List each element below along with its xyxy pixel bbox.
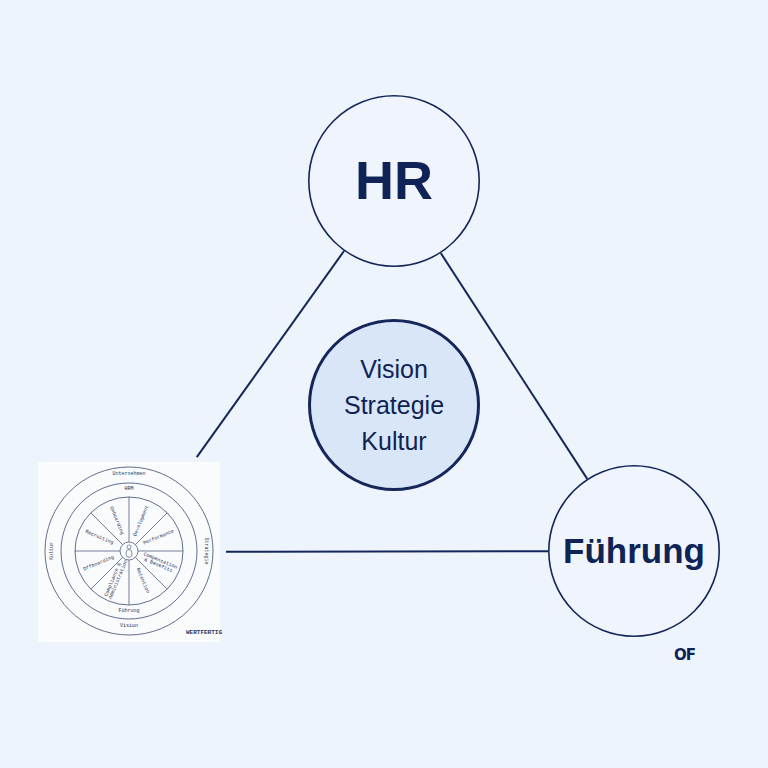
wheel-ring xyxy=(75,497,183,605)
wheel-ring xyxy=(45,467,213,635)
circle-body: Führung xyxy=(548,465,720,637)
ring-label: Vision xyxy=(109,624,149,629)
ring-label: Führung xyxy=(109,609,149,614)
wheel-ring xyxy=(61,483,197,619)
circle-shape xyxy=(309,96,479,266)
image-background xyxy=(38,462,220,642)
ring-label: Kultur xyxy=(50,526,55,576)
wheel-spoke xyxy=(129,497,130,542)
ring-label: HRM xyxy=(109,487,149,492)
ring-label: Strategie xyxy=(202,526,207,576)
node-title: Führung xyxy=(552,532,717,571)
hr-wheel-image: UnternehmenHRMKulturStrategieOnboardingD… xyxy=(38,462,220,642)
person-icon xyxy=(127,545,131,549)
core-circle: Vision Strategie Kultur xyxy=(308,319,480,491)
ring-label: Unternehmen xyxy=(99,472,159,477)
brand-watermark: WERTFERTIG xyxy=(184,630,224,636)
wheel-spoke xyxy=(75,551,120,552)
hr-circle: HR xyxy=(308,95,480,267)
node-title: HR xyxy=(314,151,474,210)
circle-shape xyxy=(549,466,719,636)
person-icon xyxy=(126,550,132,558)
leadership-circle: Führung xyxy=(548,465,720,637)
wheel-spoke xyxy=(129,560,130,605)
node-title: Vision Strategie Kultur xyxy=(329,351,459,460)
circle-shape xyxy=(310,321,479,490)
circle-body: HR xyxy=(308,95,480,267)
circle-body: Vision Strategie Kultur xyxy=(308,319,480,491)
logo-mark: OF xyxy=(674,646,695,664)
wheel-hub xyxy=(120,542,138,560)
connector-line xyxy=(226,550,548,553)
wheel-spoke xyxy=(138,551,183,552)
